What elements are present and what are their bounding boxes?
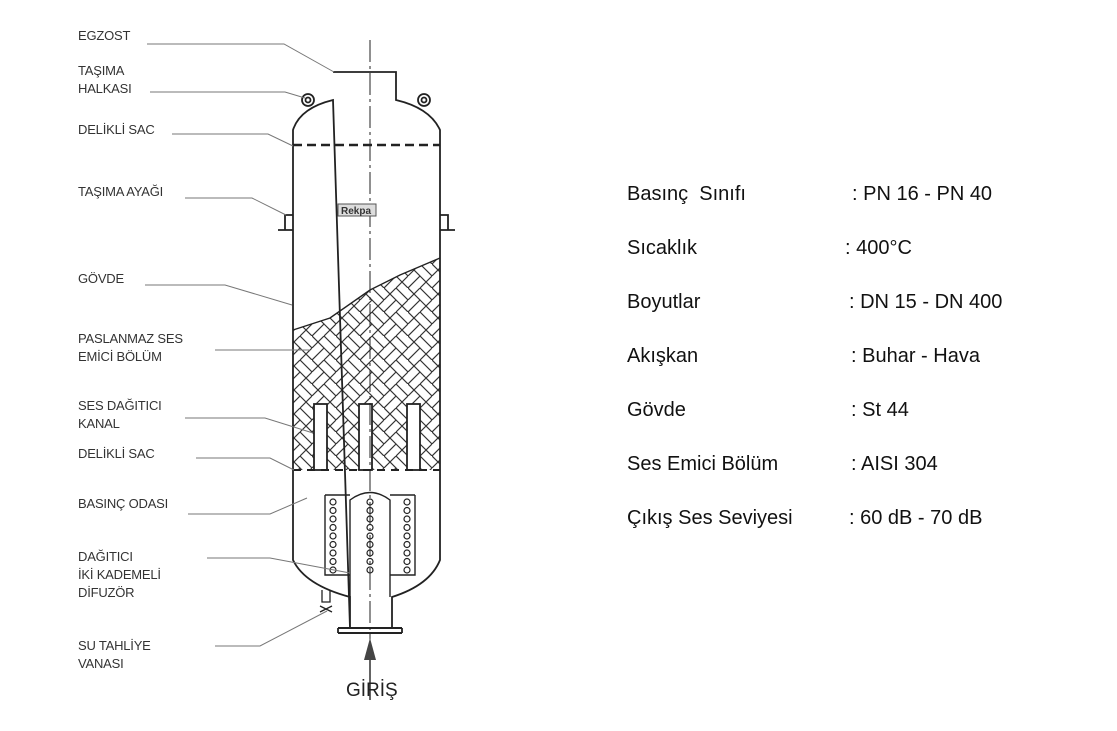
sound-channels	[313, 403, 421, 471]
svg-text:Rekpa: Rekpa	[341, 206, 371, 217]
inlet-label: GİRİŞ	[346, 680, 398, 701]
label-tasima-halkasi: TAŞIMA HALKASI	[78, 63, 132, 96]
label-govde: GÖVDE	[78, 271, 124, 286]
label-paslanmaz: PASLANMAZ SES EMİCİ BÖLÜM	[78, 331, 183, 364]
diffuser	[324, 491, 416, 597]
label-tasima-ayagi: TAŞIMA AYAĞI	[78, 184, 164, 199]
drain-valve	[319, 590, 333, 613]
label-difuzor: DAĞITICI İKİ KADEMELİ DİFUZÖR	[78, 549, 161, 600]
diffuser-hole	[403, 532, 411, 540]
label-egzost: EGZOST	[78, 28, 131, 43]
diffuser-hole	[329, 506, 337, 515]
diffuser-hole	[403, 557, 411, 566]
label-delikli-sac-top: DELİKLİ SAC	[78, 122, 155, 137]
label-delikli-sac-bottom: DELİKLİ SAC	[78, 446, 155, 461]
diffuser-hole	[329, 532, 337, 540]
diffuser-hole	[329, 523, 337, 532]
diffuser-hole	[403, 498, 411, 506]
diffuser-hole	[366, 557, 374, 566]
diffuser-hole	[329, 515, 337, 523]
diffuser-hole	[403, 523, 411, 532]
lifting-ring-left	[301, 93, 315, 107]
diffuser-hole	[403, 549, 411, 557]
label-ses-dagitici: SES DAĞITICI KANAL	[78, 398, 162, 431]
lifting-ring-right	[417, 93, 431, 107]
diffuser-hole	[403, 506, 411, 515]
diffuser-hole	[329, 549, 337, 557]
diffuser-hole	[329, 498, 337, 506]
diffuser-hole	[329, 557, 337, 566]
diffuser-hole	[403, 515, 411, 523]
support-foot-right	[440, 214, 455, 231]
vessel-shell	[292, 71, 441, 629]
support-foot-left	[278, 214, 293, 231]
logo-plate: Rekpa	[337, 203, 377, 217]
label-basinc-odasi: BASINÇ ODASI	[78, 496, 169, 511]
diffuser-hole	[403, 540, 411, 549]
inlet-arrow-icon	[364, 638, 376, 660]
label-su-tahliye: SU TAHLİYE VANASI	[78, 638, 151, 671]
diffuser-hole	[329, 540, 337, 549]
diffuser-hole	[403, 566, 411, 574]
